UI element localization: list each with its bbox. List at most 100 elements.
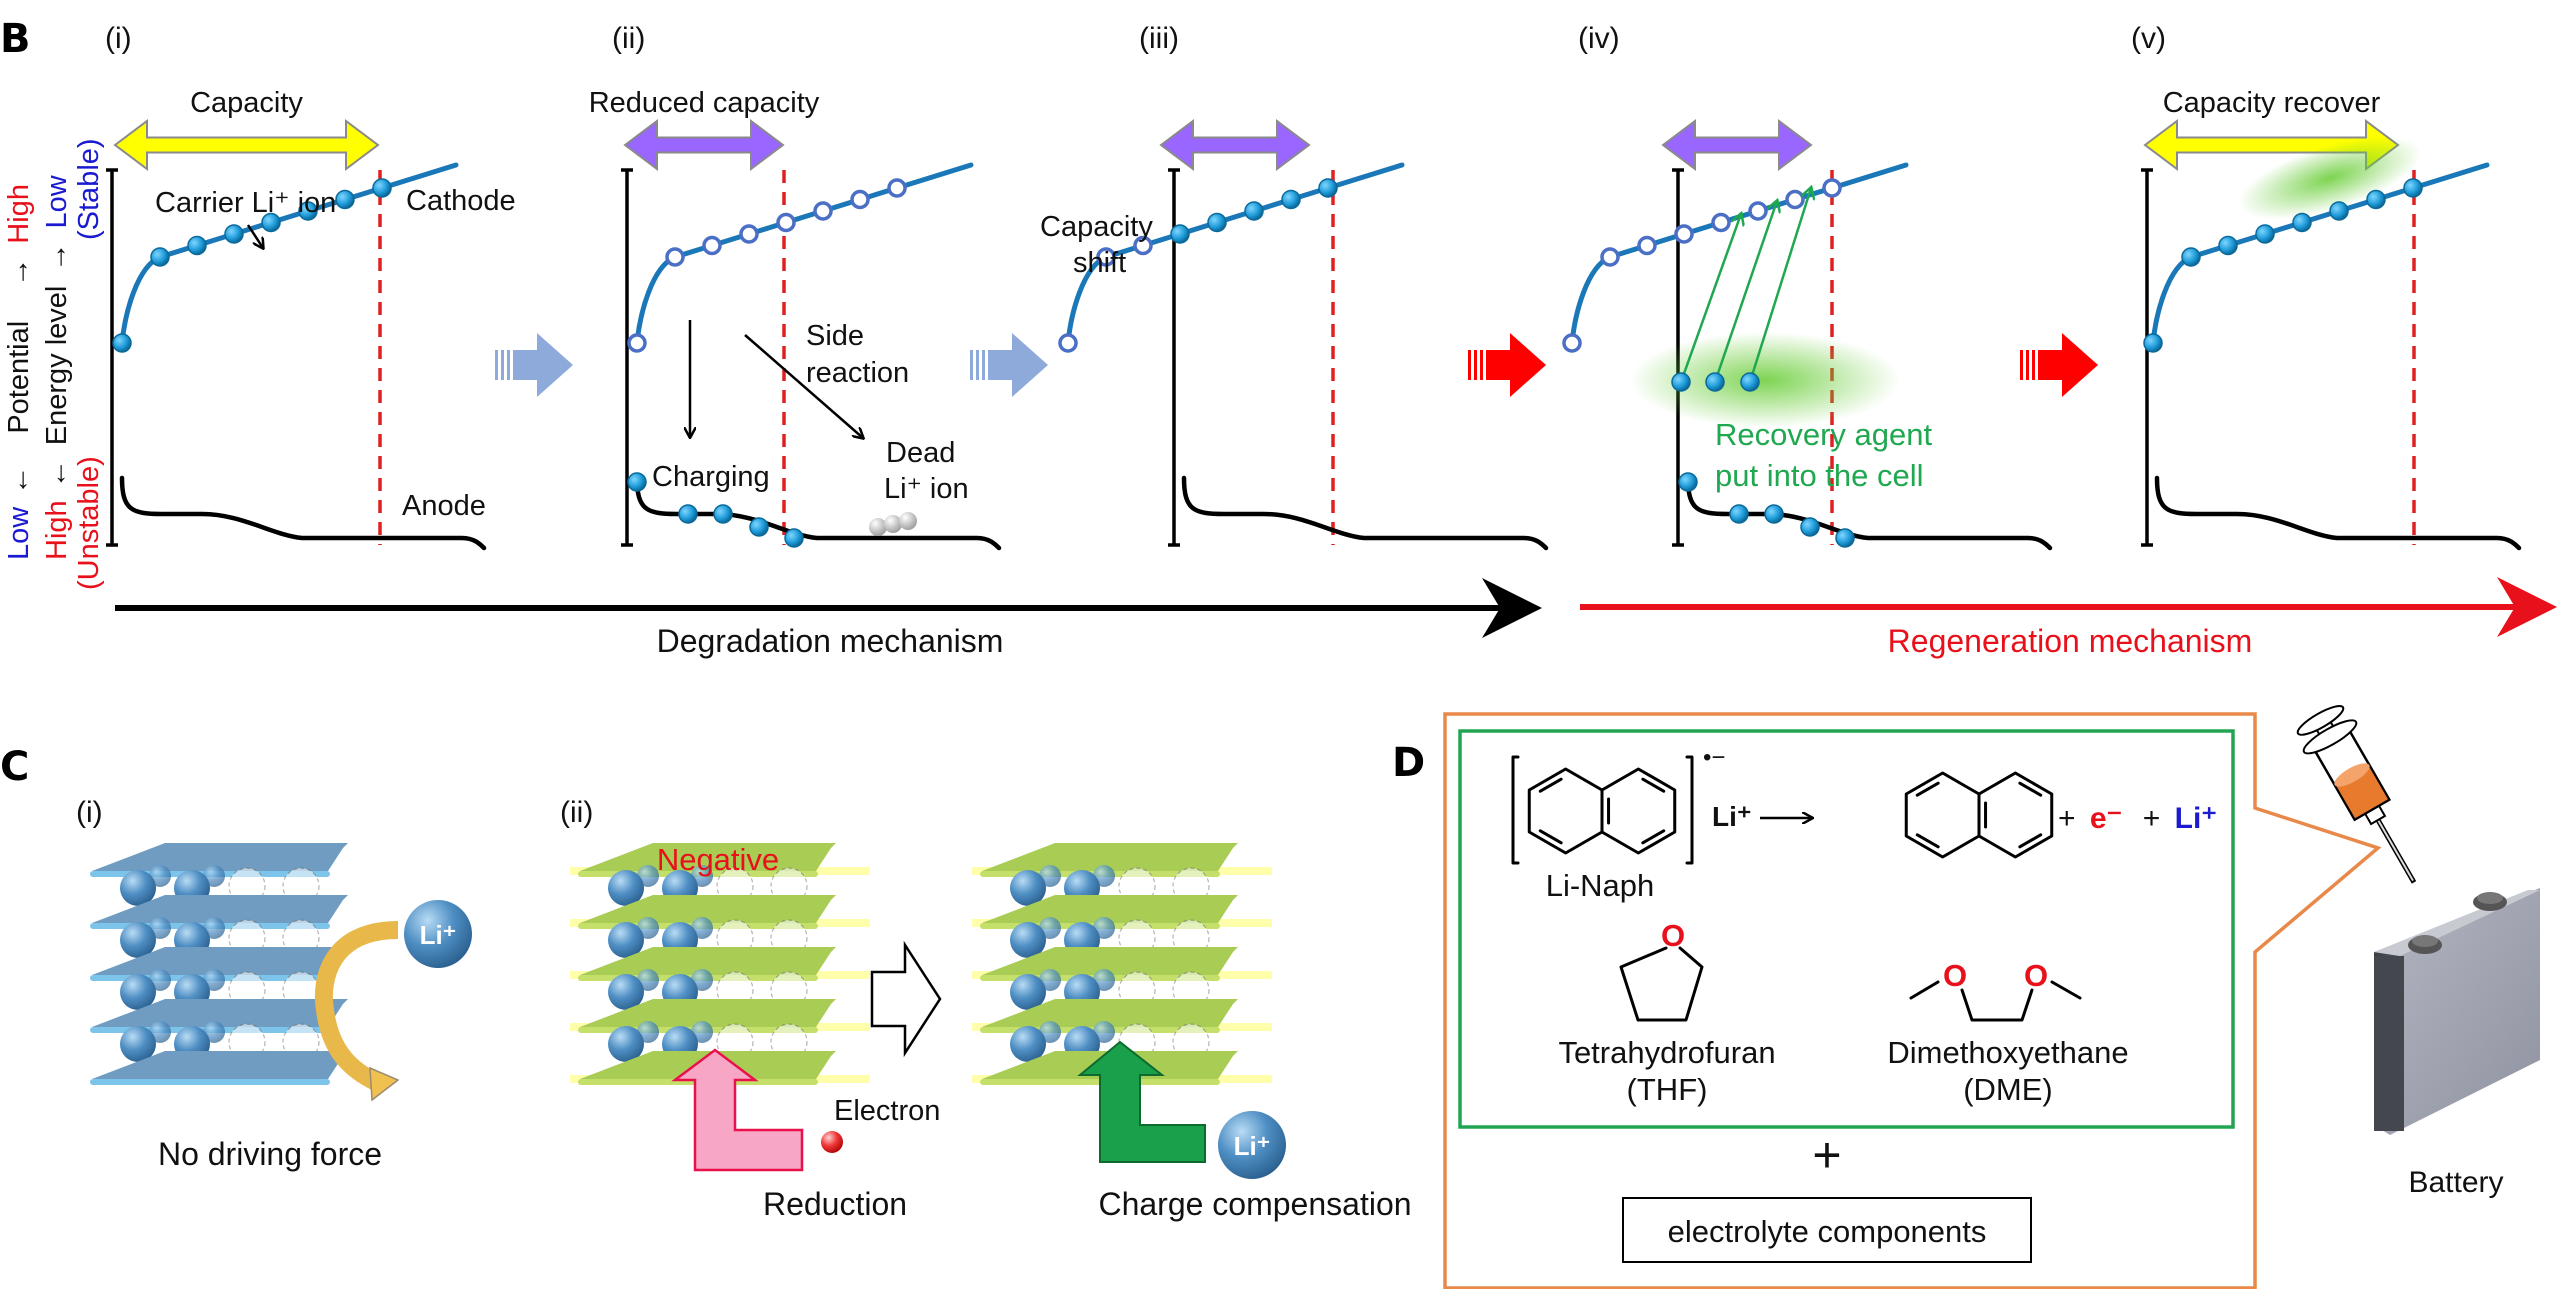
potential-axis-label: Low ← Potential → High — [3, 184, 35, 560]
graphene-plate — [580, 947, 836, 975]
graphene-plate — [580, 895, 836, 923]
charge-compensation-caption: Charge compensation — [1098, 1186, 1411, 1222]
arrow-body — [2038, 333, 2098, 397]
dead-ion-label-1: Dead — [886, 437, 955, 469]
li-ion-label-2: Li⁺ — [1234, 1131, 1271, 1161]
stage-id-label: (iv) — [1578, 22, 1620, 55]
double-bond — [2018, 781, 2043, 797]
carrier-ion-pointer — [246, 224, 263, 248]
double-bond — [1641, 777, 1666, 793]
side-reaction-label-2: reaction — [806, 357, 909, 389]
graphene-plate-edge — [90, 1079, 330, 1085]
anode-curve — [2154, 475, 2522, 551]
li-ion-filled — [2366, 189, 2386, 210]
transition-arrows — [495, 333, 2098, 397]
intercalated-li — [120, 870, 156, 906]
arrow-stripe — [982, 350, 985, 380]
electrolyte-components-box — [1622, 1197, 2032, 1263]
li-ion-filled — [2181, 247, 2201, 267]
capacity-shift-label-1: Capacity — [1040, 211, 1153, 243]
li-ion-vacancy — [1748, 201, 1768, 221]
arrow-stripe — [976, 350, 979, 380]
li-ion-filled — [2403, 178, 2423, 198]
arrow-body — [513, 333, 573, 397]
degradation-label: Degradation mechanism — [657, 623, 1004, 659]
graphene-plate — [982, 895, 1238, 923]
dead-li-ion — [869, 518, 887, 536]
dme-name: Dimethoxyethane — [1887, 1035, 2128, 1070]
stage-id-label: (iii) — [1139, 22, 1179, 55]
double-bond — [1538, 829, 1563, 845]
graphene-plate — [92, 1051, 348, 1079]
anode-curve — [119, 475, 487, 551]
stage-3: (iii) Capacity shift — [1040, 22, 1549, 551]
li-ion-filled — [224, 224, 244, 244]
arrow-stripe — [501, 350, 504, 380]
li-ion-filled — [372, 178, 392, 198]
cathode-curve — [1569, 162, 1909, 346]
regeneration-label: Regeneration mechanism — [1888, 623, 2253, 659]
li-ion-sphere-2 — [1218, 1111, 1286, 1179]
graphene-plate — [982, 947, 1238, 975]
dme-abbr: (DME) — [1963, 1072, 2053, 1107]
li-ion-vacancy — [1711, 212, 1731, 233]
intercalated-li — [608, 870, 644, 906]
energy-axis-label: High ← Energy level → Low — [41, 174, 73, 560]
anode-curve — [1181, 475, 1549, 551]
panel-d-letter: D — [1392, 740, 1425, 786]
anode-li-ion — [1678, 472, 1698, 492]
li-ion-vacancy — [665, 247, 685, 267]
li-ion-filled — [335, 189, 355, 210]
electrolyte-components-label: electrolyte components — [1668, 1214, 1987, 1249]
graphene-plate — [580, 999, 836, 1027]
graphene-plate — [92, 999, 348, 1027]
li-ion-filled — [2292, 212, 2312, 233]
capacity-shift-label-2: shift — [1073, 247, 1126, 279]
li-ion-filled — [1244, 201, 1264, 221]
recovery-li-ion — [1705, 372, 1725, 392]
li-ion-vacancy — [850, 189, 870, 210]
panel-b-letter: B — [0, 16, 31, 62]
arrow-stripe — [1480, 350, 1483, 380]
arrow-stripe — [1468, 350, 1471, 380]
li-ion-filled — [2143, 333, 2163, 353]
stage-id-label: (v) — [2131, 22, 2166, 55]
li-ion-vacancy — [1637, 235, 1657, 256]
graphite-stack-green-before — [570, 843, 870, 1085]
double-bond — [1641, 829, 1666, 845]
recovery-agent-glow — [1630, 332, 1900, 428]
li-ion-filled — [1170, 224, 1190, 244]
benzene-ring — [1600, 767, 1677, 855]
no-driving-force-caption: No driving force — [158, 1136, 382, 1172]
anode-li-ion — [627, 472, 647, 492]
energy-axis-labels: High ← Energy level → Low — [41, 174, 73, 560]
arrow-stripe — [495, 350, 498, 380]
carrier-ion-label: Carrier Li⁺ ion — [155, 187, 336, 219]
li-ion-vacancy — [1562, 333, 1582, 353]
dead-li-ion — [899, 512, 917, 530]
reduction-arrow — [671, 1048, 804, 1172]
li-ion-filled — [112, 333, 132, 353]
reduction-caption: Reduction — [763, 1186, 907, 1222]
arrow-stripe — [2032, 350, 2035, 380]
capacity-label: Reduced capacity — [589, 87, 820, 119]
cathode-label: Cathode — [406, 185, 516, 217]
side-reaction-label-1: Side — [806, 320, 864, 352]
graphene-plate — [982, 843, 1238, 871]
anode-li-ion — [713, 504, 733, 524]
benzene-ring — [1527, 767, 1604, 855]
li-ion-vacancy — [776, 212, 796, 233]
cathode-curve — [1065, 162, 1405, 346]
electron-label: Electron — [834, 1095, 940, 1127]
charging-label: Charging — [652, 461, 770, 493]
li-ion-filled — [2255, 224, 2275, 244]
intercalated-li — [1010, 974, 1046, 1010]
recovery-arrow — [1713, 201, 1777, 383]
li-ion-vacancy — [1600, 247, 1620, 267]
graphene-plate — [580, 843, 836, 871]
intercalated-li — [608, 922, 644, 958]
cathode-curve — [634, 162, 974, 346]
graphene-plate — [982, 999, 1238, 1027]
